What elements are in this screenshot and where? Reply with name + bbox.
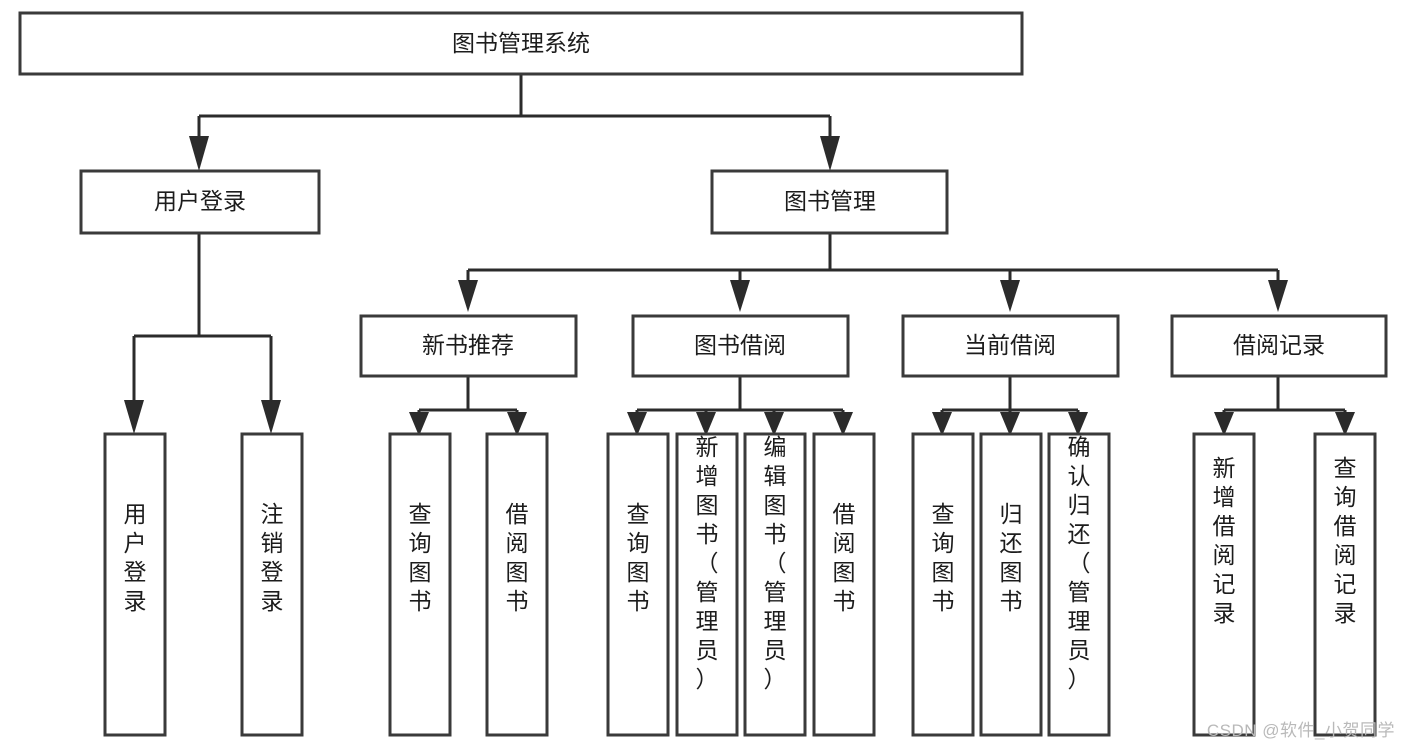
- node-user-login-label: 用户登录: [154, 188, 246, 214]
- node-book-manage-label: 图书管理: [784, 188, 876, 214]
- node-leaf-add-book[interactable]: 新增图书（管理员）: [675, 432, 739, 737]
- node-leaf-query-record-box[interactable]: [1313, 432, 1377, 737]
- node-book-borrow[interactable]: 图书借阅: [631, 314, 850, 378]
- arrowhead-leaf-query-record: [1335, 412, 1355, 436]
- node-leaf-query-book-2-label: 查询图书: [627, 501, 650, 614]
- node-leaf-add-record-label: 新增借阅记录: [1213, 455, 1236, 626]
- node-borrow-record-box[interactable]: [1170, 314, 1388, 378]
- node-leaf-confirm-return-label: 确认归还（管理员）: [1068, 434, 1091, 692]
- node-book-borrow-label: 图书借阅: [694, 332, 786, 358]
- arrowhead-leaf-borrow-book-1: [507, 412, 527, 436]
- node-current-borrow-label: 当前借阅: [964, 332, 1056, 358]
- node-book-manage-box[interactable]: [710, 169, 949, 235]
- node-leaf-edit-book[interactable]: 编辑图书（管理员）: [743, 432, 807, 737]
- arrowhead-borrow-record: [1268, 280, 1288, 312]
- node-leaf-confirm-return[interactable]: 确认归还（管理员）: [1047, 432, 1111, 737]
- node-leaf-return-book[interactable]: 归还图书: [979, 432, 1043, 737]
- node-borrow-record[interactable]: 借阅记录: [1170, 314, 1388, 378]
- node-new-book-recommend[interactable]: 新书推荐: [359, 314, 578, 378]
- node-leaf-query-record-label: 查询借阅记录: [1334, 455, 1357, 626]
- node-book-manage[interactable]: 图书管理: [710, 169, 949, 235]
- node-leaf-add-record-box[interactable]: [1192, 432, 1256, 737]
- csdn-watermark: CSDN @软件_小贺同学: [1206, 721, 1395, 740]
- node-current-borrow[interactable]: 当前借阅: [901, 314, 1120, 378]
- arrowhead-user-login: [189, 136, 209, 171]
- arrowhead-leaf-query-book-3: [932, 412, 952, 436]
- node-leaf-query-record[interactable]: 查询借阅记录: [1313, 432, 1377, 737]
- arrowhead-leaf-add-record: [1214, 412, 1234, 436]
- node-leaf-confirm-return-box[interactable]: [1047, 432, 1111, 737]
- node-root[interactable]: 图书管理系统: [18, 11, 1024, 76]
- arrowhead-book-manage: [820, 136, 840, 171]
- node-leaf-user-login[interactable]: 用户登录: [103, 432, 167, 737]
- node-leaf-query-book-3[interactable]: 查询图书: [911, 432, 975, 737]
- node-leaf-add-record[interactable]: 新增借阅记录: [1192, 432, 1256, 737]
- arrowhead-book-borrow: [730, 280, 750, 312]
- node-leaf-return-book-label: 归还图书: [1000, 501, 1023, 614]
- node-leaf-logout-login-label: 注销登录: [261, 501, 284, 614]
- arrowhead-leaf-return-book: [1000, 412, 1020, 436]
- arrowhead-leaf-confirm-return: [1068, 412, 1088, 436]
- node-leaf-query-book-1-label: 查询图书: [409, 501, 432, 614]
- node-new-book-recommend-box[interactable]: [359, 314, 578, 378]
- arrowhead-leaf-query-book-2: [627, 412, 647, 436]
- arrowhead-leaf-edit-book: [764, 412, 784, 436]
- node-leaf-add-book-label: 新增图书（管理员）: [696, 434, 719, 692]
- connector-layer: [124, 74, 1355, 436]
- arrowhead-leaf-logout-login: [261, 400, 281, 434]
- node-user-login[interactable]: 用户登录: [79, 169, 321, 235]
- arrowhead-leaf-add-book: [696, 412, 716, 436]
- arrowhead-current-borrow: [1000, 280, 1020, 312]
- node-borrow-record-label: 借阅记录: [1233, 332, 1325, 358]
- node-leaf-user-login-label: 用户登录: [124, 501, 147, 614]
- node-leaf-query-book-3-label: 查询图书: [932, 501, 955, 614]
- node-book-borrow-box[interactable]: [631, 314, 850, 378]
- node-leaf-query-book-3-box[interactable]: [911, 432, 975, 737]
- node-leaf-query-book-1-box[interactable]: [388, 432, 452, 737]
- node-leaf-logout-login[interactable]: 注销登录: [240, 432, 304, 737]
- arrowhead-leaf-borrow-book-2: [833, 412, 853, 436]
- node-leaf-return-book-box[interactable]: [979, 432, 1043, 737]
- node-leaf-query-book-2[interactable]: 查询图书: [606, 432, 670, 737]
- node-leaf-borrow-book-1[interactable]: 借阅图书: [485, 432, 549, 737]
- arrowhead-leaf-user-login: [124, 400, 144, 434]
- arrowhead-new-book-recommend: [458, 280, 478, 312]
- node-leaf-edit-book-box[interactable]: [743, 432, 807, 737]
- node-leaf-borrow-book-2[interactable]: 借阅图书: [812, 432, 876, 737]
- node-leaf-add-book-box[interactable]: [675, 432, 739, 737]
- node-user-login-box[interactable]: [79, 169, 321, 235]
- node-leaf-borrow-book-1-box[interactable]: [485, 432, 549, 737]
- node-leaf-borrow-book-2-box[interactable]: [812, 432, 876, 737]
- node-leaf-edit-book-label: 编辑图书（管理员）: [764, 434, 787, 692]
- node-leaf-borrow-book-1-label: 借阅图书: [506, 501, 529, 614]
- node-leaf-query-book-1[interactable]: 查询图书: [388, 432, 452, 737]
- node-leaf-logout-login-box[interactable]: [240, 432, 304, 737]
- node-leaf-borrow-book-2-label: 借阅图书: [833, 501, 856, 614]
- arrowhead-leaf-query-book-1: [409, 412, 429, 436]
- node-leaf-query-book-2-box[interactable]: [606, 432, 670, 737]
- node-new-book-recommend-label: 新书推荐: [422, 332, 514, 358]
- node-root-box[interactable]: [18, 11, 1024, 76]
- node-root-label: 图书管理系统: [452, 30, 590, 56]
- node-leaf-user-login-box[interactable]: [103, 432, 167, 737]
- node-current-borrow-box[interactable]: [901, 314, 1120, 378]
